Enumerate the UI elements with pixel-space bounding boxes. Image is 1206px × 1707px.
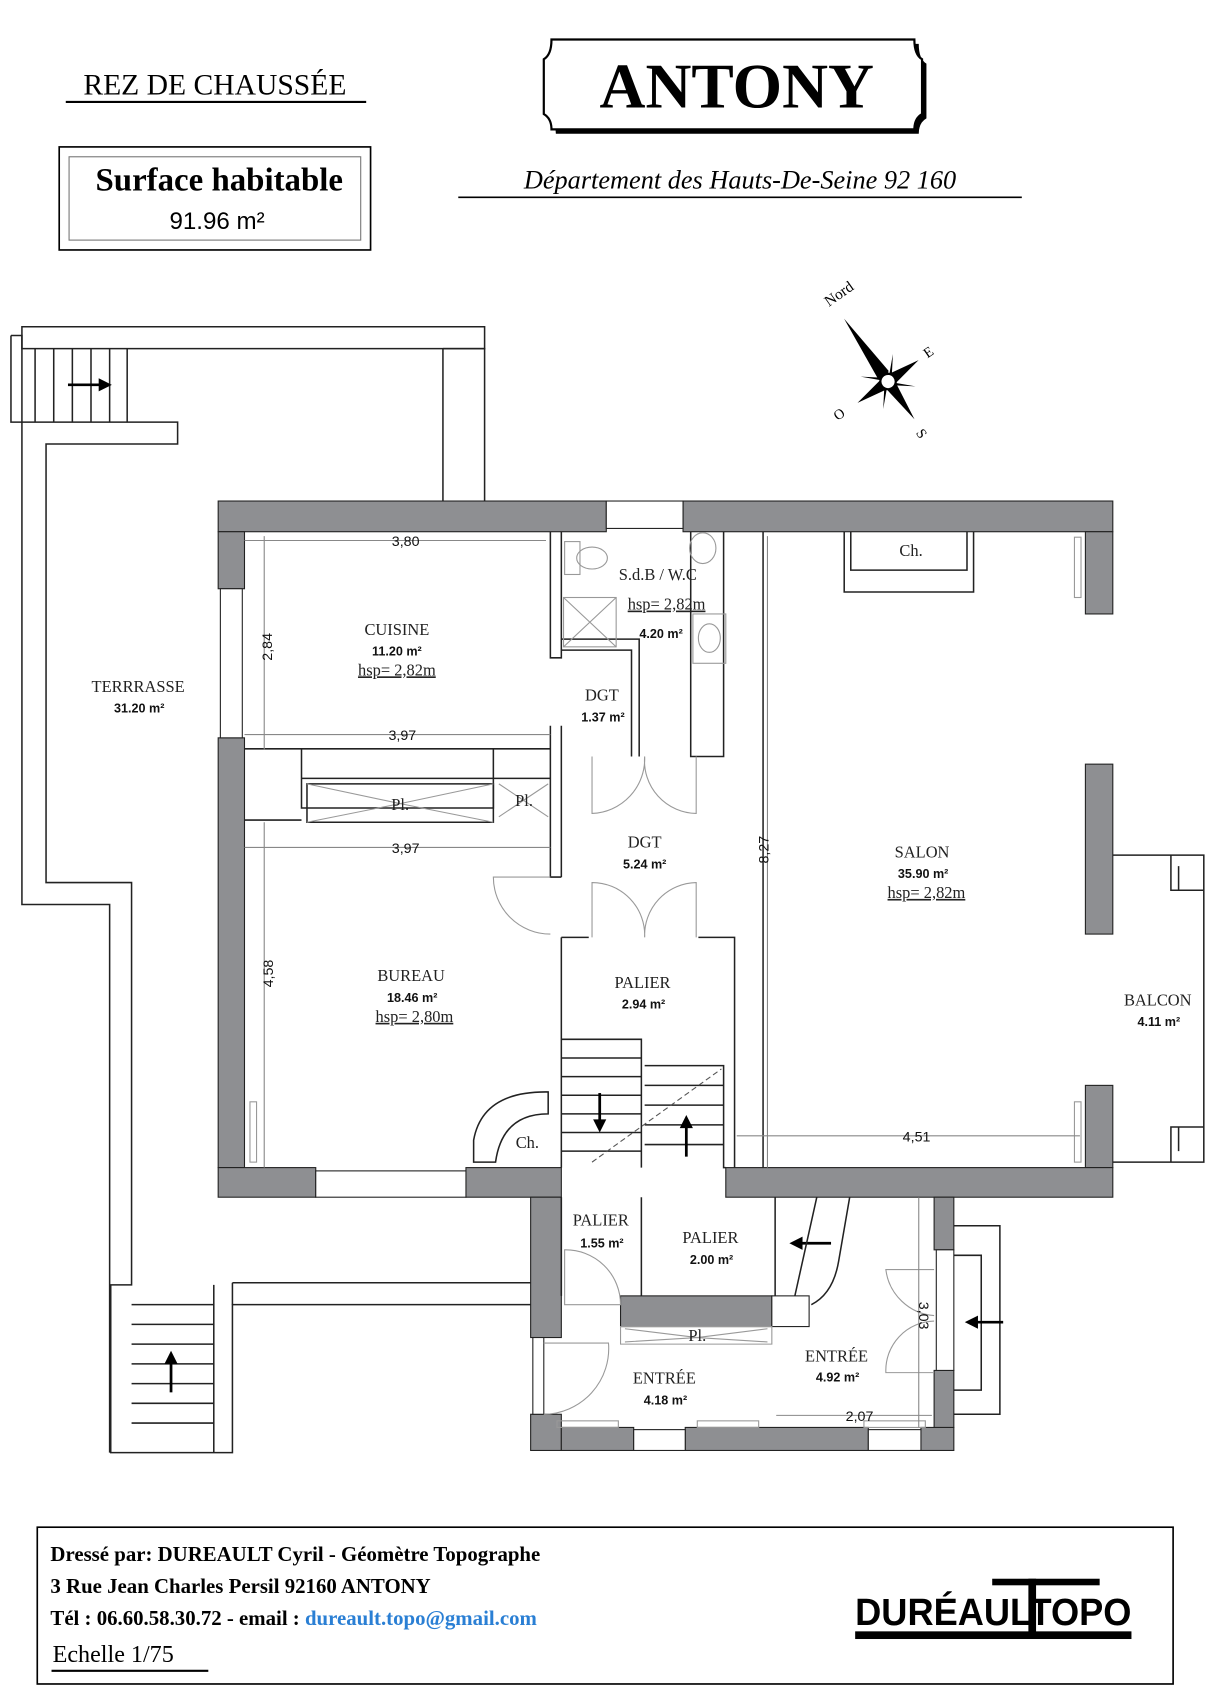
radiators bbox=[249, 536, 1082, 1428]
svg-text:2.00 m²: 2.00 m² bbox=[690, 1253, 733, 1267]
scale-text: Echelle 1/75 bbox=[53, 1642, 174, 1668]
compass-south-label: S bbox=[912, 426, 930, 442]
svg-text:91.96 m²: 91.96 m² bbox=[170, 208, 265, 235]
svg-text:Département des Hauts-De-Seine: Département des Hauts-De-Seine 92 160 bbox=[523, 166, 956, 195]
svg-text:1.55 m²: 1.55 m² bbox=[580, 1237, 623, 1251]
dureault-topo-logo: DURÉAULTOPO bbox=[855, 1578, 1132, 1640]
room-sdb-wc: S.d.B / W.C hsp= 2,82m 4.20 m² bbox=[619, 565, 706, 641]
closet-label: Pl. bbox=[688, 1326, 706, 1345]
svg-text:Surface habitable: Surface habitable bbox=[96, 163, 343, 199]
svg-text:SALON: SALON bbox=[895, 842, 950, 861]
entrance-porch bbox=[953, 1224, 1004, 1416]
svg-text:PALIER: PALIER bbox=[682, 1228, 738, 1247]
svg-text:18.46 m²: 18.46 m² bbox=[387, 991, 437, 1005]
stair-arrow-icon bbox=[593, 1093, 832, 1250]
svg-text:4.11 m²: 4.11 m² bbox=[1137, 1015, 1180, 1029]
interior-partitions bbox=[244, 531, 975, 1345]
svg-text:11.20 m²: 11.20 m² bbox=[372, 645, 422, 659]
svg-text:PALIER: PALIER bbox=[614, 973, 670, 992]
svg-text:ANTONY: ANTONY bbox=[600, 50, 874, 121]
svg-text:CUISINE: CUISINE bbox=[364, 620, 429, 639]
svg-text:DGT: DGT bbox=[585, 686, 619, 705]
svg-text:1.37 m²: 1.37 m² bbox=[581, 710, 624, 724]
north-compass-icon bbox=[844, 318, 919, 420]
walls bbox=[217, 500, 1114, 1452]
room-entree-2: ENTRÉE 4.92 m² bbox=[805, 1347, 868, 1385]
stair-arrow-icon bbox=[67, 378, 178, 1393]
dimension-label: 4,58 bbox=[261, 960, 277, 988]
svg-text:PALIER: PALIER bbox=[573, 1211, 629, 1230]
compass-north-label: Nord bbox=[821, 278, 857, 310]
compass-west-label: O bbox=[831, 405, 849, 424]
room-palier-2: PALIER 1.55 m² bbox=[573, 1211, 629, 1251]
compass-east-label: E bbox=[921, 344, 937, 362]
svg-text:BALCON: BALCON bbox=[1124, 990, 1192, 1009]
svg-text:hsp= 2,82m: hsp= 2,82m bbox=[888, 883, 966, 902]
svg-text:4.18 m²: 4.18 m² bbox=[644, 1393, 687, 1407]
room-salon: SALON 35.90 m² hsp= 2,82m bbox=[888, 842, 966, 902]
svg-text:ENTRÉE: ENTRÉE bbox=[633, 1369, 696, 1388]
room-palier-1: PALIER 2.94 m² bbox=[614, 973, 670, 1012]
department-subtitle: Département des Hauts-De-Seine 92 160 bbox=[458, 166, 1022, 199]
svg-text:4.92 m²: 4.92 m² bbox=[816, 1370, 859, 1384]
svg-text:hsp= 2,82m: hsp= 2,82m bbox=[628, 595, 706, 614]
room-terrasse: TERRRASSE 31.20 m² bbox=[92, 677, 185, 716]
closet-label: Pl. bbox=[515, 791, 533, 810]
door-swings bbox=[492, 756, 935, 1415]
balcony-outline bbox=[1112, 854, 1205, 1163]
svg-text:BUREAU: BUREAU bbox=[377, 966, 445, 985]
closet-label: Pl. bbox=[391, 795, 409, 814]
dimension-label: 2,84 bbox=[260, 633, 276, 661]
address-text: 3 Rue Jean Charles Persil 92160 ANTONY bbox=[50, 1574, 430, 1598]
svg-text:S.d.B / W.C: S.d.B / W.C bbox=[619, 565, 697, 584]
footer-cartouche: Dressé par: DUREAULT Cyril - Géomètre To… bbox=[36, 1526, 1174, 1685]
email-link[interactable]: dureault.topo@gmail.com bbox=[305, 1606, 537, 1630]
terrace-outline bbox=[10, 325, 531, 1454]
dimension-label: 8,27 bbox=[757, 836, 773, 864]
dimension-label: 3,97 bbox=[388, 728, 416, 744]
room-palier-3: PALIER 2.00 m² bbox=[682, 1228, 738, 1267]
chimney-label: Ch. bbox=[899, 541, 922, 560]
dimension-label: 3,80 bbox=[392, 534, 420, 550]
dimension-label: 4,51 bbox=[903, 1129, 931, 1145]
dimension-label: 3,97 bbox=[392, 841, 420, 857]
svg-text:ENTRÉE: ENTRÉE bbox=[805, 1347, 868, 1366]
svg-text:DURÉAULTOPO: DURÉAULTOPO bbox=[855, 1590, 1131, 1634]
author-text: Dressé par: DUREAULT Cyril - Géomètre To… bbox=[50, 1542, 540, 1566]
svg-text:4.20 m²: 4.20 m² bbox=[639, 627, 682, 641]
room-cuisine: CUISINE 11.20 m² hsp= 2,82m bbox=[358, 620, 436, 680]
svg-text:hsp= 2,80m: hsp= 2,80m bbox=[376, 1007, 454, 1026]
svg-text:35.90 m²: 35.90 m² bbox=[898, 867, 948, 881]
room-dgt: DGT 5.24 m² bbox=[623, 832, 666, 871]
svg-text:5.24 m²: 5.24 m² bbox=[623, 857, 666, 871]
level-title: REZ DE CHAUSSÉE bbox=[65, 68, 367, 104]
svg-text:31.20 m²: 31.20 m² bbox=[114, 702, 164, 716]
dimension-lines bbox=[244, 536, 1080, 1428]
room-bureau: BUREAU 18.46 m² hsp= 2,80m bbox=[376, 966, 454, 1026]
contact-text: Tél : 06.60.58.30.72 - email : dureault.… bbox=[50, 1606, 536, 1630]
svg-text:2.94 m²: 2.94 m² bbox=[622, 998, 665, 1012]
surface-box: Surface habitable 91.96 m² bbox=[58, 146, 372, 251]
room-dgt-small: DGT 1.37 m² bbox=[581, 686, 624, 725]
city-title-plate: ANTONY bbox=[542, 38, 927, 134]
dimension-label: 2,07 bbox=[846, 1409, 874, 1425]
svg-text:TERRRASSE: TERRRASSE bbox=[92, 677, 185, 696]
room-balcon: BALCON 4.11 m² bbox=[1124, 990, 1192, 1029]
chimney-label: Ch. bbox=[516, 1133, 539, 1152]
bathroom-fixtures bbox=[562, 532, 727, 664]
svg-text:REZ DE CHAUSSÉE: REZ DE CHAUSSÉE bbox=[83, 68, 346, 101]
svg-text:DGT: DGT bbox=[628, 832, 662, 851]
room-entree-1: ENTRÉE 4.18 m² bbox=[633, 1369, 696, 1408]
dimension-label: 3,03 bbox=[915, 1302, 931, 1330]
svg-text:hsp= 2,82m: hsp= 2,82m bbox=[358, 660, 436, 679]
